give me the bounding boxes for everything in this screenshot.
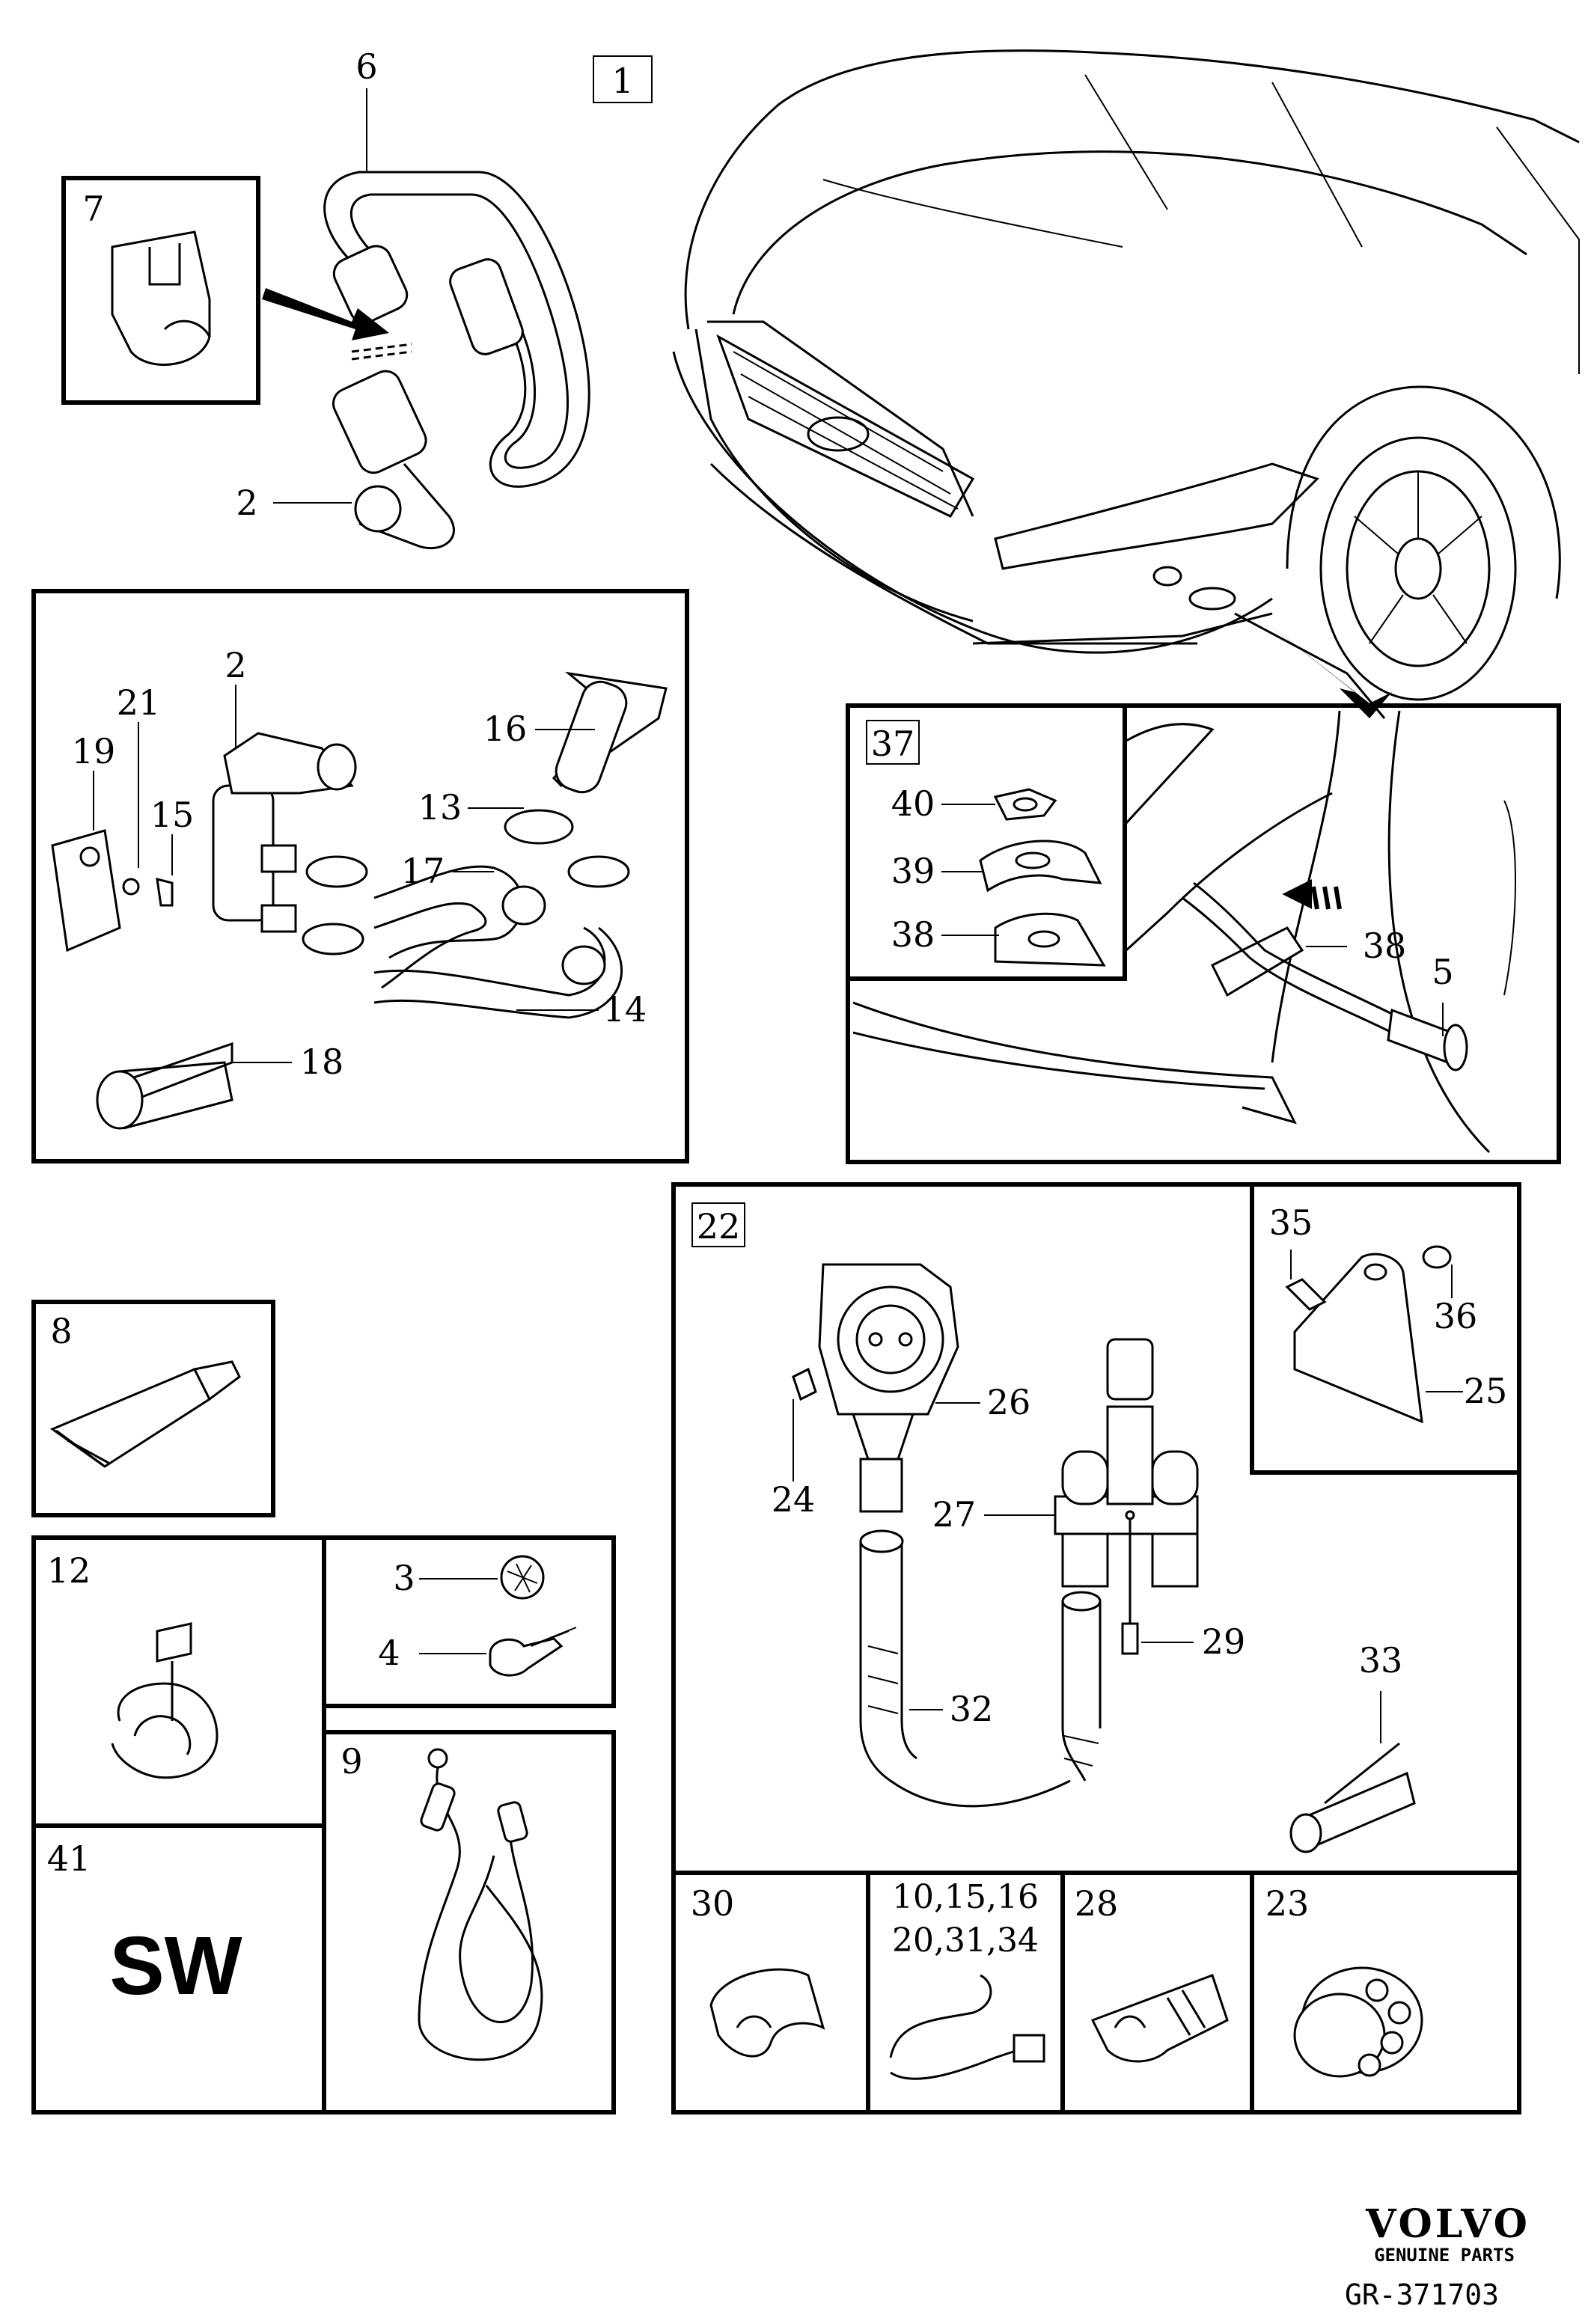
reference-code: GR-371703 xyxy=(1345,2278,1499,2311)
callout-19: 19 xyxy=(72,731,116,771)
inset-3-4 xyxy=(322,1535,616,1708)
callout-18: 18 xyxy=(300,1042,344,1082)
callout-box-22 xyxy=(691,1202,745,1247)
bumper-detail-icon xyxy=(852,710,1516,1154)
clip-icon-12 xyxy=(111,1622,219,1779)
power-socket-icon xyxy=(792,1263,1071,1808)
callout-1: 1 xyxy=(611,61,633,101)
callout-15: 15 xyxy=(150,795,195,835)
sealant-tube-icon xyxy=(49,1360,241,1468)
callout-38-inset: 38 xyxy=(891,914,935,955)
callout-38: 38 xyxy=(1363,926,1407,966)
callout-9: 9 xyxy=(341,1741,362,1782)
callout-30: 30 xyxy=(691,1883,735,1924)
connector-block-icon xyxy=(1054,1338,1199,1782)
callout-2-top: 2 xyxy=(236,483,257,523)
pointer-arrow-7 xyxy=(262,288,389,340)
callout-7: 7 xyxy=(82,189,104,229)
callout-28: 28 xyxy=(1075,1883,1119,1924)
callout-39: 39 xyxy=(891,851,935,891)
inset-41 xyxy=(31,1823,326,2114)
callout-41: 41 xyxy=(47,1838,91,1879)
cable-tie-icon xyxy=(889,1974,1045,2080)
brand-tagline: GENUINE PARTS xyxy=(1374,2245,1515,2266)
callout-24: 24 xyxy=(772,1479,816,1520)
brand-name: VOLVO xyxy=(1365,2201,1530,2247)
callout-33: 33 xyxy=(1359,1640,1403,1681)
inset-bracket xyxy=(1250,1182,1521,1475)
callout-17: 17 xyxy=(401,851,445,891)
callout-22: 22 xyxy=(697,1206,741,1247)
callout-37: 37 xyxy=(871,724,915,764)
inset-7 xyxy=(61,176,260,405)
connector-icon xyxy=(1293,1966,1423,2078)
cable-icon xyxy=(418,1748,543,2061)
callout-14: 14 xyxy=(603,989,647,1030)
mount-parts-icon xyxy=(979,788,1106,967)
callout-26: 26 xyxy=(987,1382,1031,1422)
callout-box-37 xyxy=(866,720,920,765)
inset-37 xyxy=(846,703,1127,981)
callout-4: 4 xyxy=(378,1633,400,1673)
clip-icon-28 xyxy=(1090,1974,1229,2063)
bracket-icon xyxy=(1285,1245,1452,1424)
callout-8: 8 xyxy=(50,1311,72,1351)
clip-icon-30 xyxy=(709,1968,825,2058)
coolant-hose-icon xyxy=(323,171,590,550)
callout-12: 12 xyxy=(47,1550,91,1591)
fastener-icons xyxy=(489,1555,577,1677)
small-parts-row xyxy=(671,1871,1521,2114)
kit-box-pump xyxy=(31,589,689,1163)
sleeve-icon-33 xyxy=(1289,1742,1416,1853)
callout-5: 5 xyxy=(1432,952,1453,992)
sw-label: SW xyxy=(109,1920,242,2012)
clip-icon xyxy=(111,230,211,366)
callout-box-1 xyxy=(593,55,653,103)
callout-13: 13 xyxy=(418,787,462,828)
callout-multi-1: 10,15,16 xyxy=(892,1878,1039,1916)
inset-8 xyxy=(31,1300,275,1517)
callout-6: 6 xyxy=(355,46,377,87)
callout-25: 25 xyxy=(1464,1371,1508,1411)
pump-assembly-icon xyxy=(51,671,668,1130)
callout-16: 16 xyxy=(483,709,528,749)
callout-multi-2: 20,31,34 xyxy=(892,1921,1039,1960)
callout-29: 29 xyxy=(1202,1621,1246,1662)
car-front-icon xyxy=(672,49,1580,719)
callout-3: 3 xyxy=(393,1558,415,1598)
callout-23: 23 xyxy=(1265,1883,1310,1924)
callout-32: 32 xyxy=(950,1689,994,1729)
callout-21: 21 xyxy=(117,682,161,723)
callout-36: 36 xyxy=(1434,1296,1478,1336)
callout-27: 27 xyxy=(932,1494,977,1535)
kit-box-socket-mount xyxy=(846,703,1561,1164)
callout-40: 40 xyxy=(891,783,935,824)
callout-35: 35 xyxy=(1269,1202,1313,1243)
callout-2-box: 2 xyxy=(225,645,246,685)
